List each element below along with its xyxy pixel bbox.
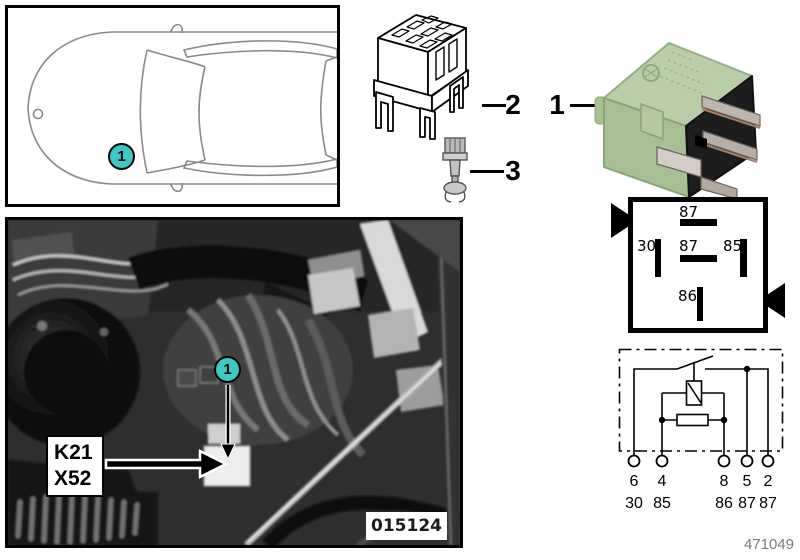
photo-white-component-3 [396,365,444,412]
car-front-detail [32,108,44,120]
engine-bay-photo [8,220,460,545]
engine-bay-photo-panel: 1 K21 X52 015124 [5,217,463,548]
photo-white-component-2 [368,308,420,358]
photo-hood-corner [390,220,460,272]
schematic-housing-border [618,348,784,452]
photo-relay-connector [208,424,240,444]
relay-circuit-schematic: 6 4 8 5 2 30 85 86 87 87 [613,343,795,518]
bulb-base [443,181,467,195]
schematic-terminal6-line [633,368,677,455]
bulb-hook-right [458,191,466,203]
photo-callout-hotspot[interactable]: 1 [214,356,241,383]
schematic-terminal-87b: 87 [759,495,777,512]
pin-30-label: 30 [637,237,657,255]
callout-down-arrow [220,385,236,461]
schematic-pin-6: 6 [629,473,639,490]
photo-white-component-1 [308,268,360,314]
relay-location-label: K21 X52 [46,435,104,497]
car-a-pillar-bottom [146,159,206,174]
relay-roundel-quarters [644,68,658,78]
item-1-leader-line [570,104,596,107]
pin-86-blade [697,287,703,321]
location-arrow [104,448,229,480]
schematic-pin-2: 2 [763,473,773,490]
pin-85-blade [740,239,747,277]
item-1-label: 1 [549,89,565,120]
bulb-collar [442,152,468,161]
pin-diagram-left-arrow-icon [611,203,628,238]
item-3-leader-line [470,170,504,173]
relay-socket-drawing [373,14,469,140]
car-top-view-drawing [27,23,338,193]
schematic-pin-8: 8 [719,473,729,490]
car-callout-hotspot[interactable]: 1 [108,143,135,170]
relay-designation: K21 [54,441,93,464]
schematic-terminal-circles [627,454,775,468]
relay-embossed-text [659,51,705,95]
car-roof-front-edge [198,66,206,161]
pin-86-label: 86 [678,287,698,305]
pin-85-label: 85 [723,237,743,255]
relay-pin-diagram: 87 30 87 85 86 [611,197,785,333]
car-windshield-front-edge [139,49,148,174]
schematic-contact-line [705,368,769,455]
pin-87-top-label: 87 [679,203,699,221]
schematic-pin-5: 5 [742,473,752,490]
schematic-terminal-87a: 87 [738,495,756,512]
schematic-resistor [676,413,709,427]
car-rear-window-edge [319,60,327,156]
car-side-window-right [182,157,338,177]
schematic-pin-4: 4 [657,473,667,490]
relay-side-clip [640,102,664,141]
photo-annotations [104,385,236,480]
pin-87-top-blade [680,219,717,226]
relay-photo [594,42,761,200]
document-number: 471049 [743,536,794,553]
item-2-label: 2 [505,89,521,120]
socket-side-slots [435,38,458,81]
schematic-drawing [618,348,784,468]
car-a-pillar-top [146,49,206,68]
schematic-terminal-85: 85 [653,495,671,512]
item-2-leader-line [482,104,506,107]
schematic-terminal-86: 86 [715,495,733,512]
pin-30-blade [655,239,661,277]
schematic-terminal-30: 30 [625,495,643,512]
photo-number-badge: 015124 [366,512,447,540]
connector-designation: X52 [54,467,92,490]
car-side-window-left [182,40,338,60]
socket-leg-left [375,91,394,132]
car-location-panel: 1 [5,5,340,207]
car-mirror-right [170,182,183,193]
item-3-label: 3 [505,155,521,186]
pin-diagram-right-arrow-icon [768,283,785,318]
bulb-neck [449,159,461,177]
socket-leg-middle [419,107,436,140]
pin-87-center-blade [680,255,717,262]
relay-roundel-logo [642,64,660,82]
bulb-socket-drawing [442,137,468,203]
photo-connector-a [177,369,197,387]
photo-air-duct [128,245,368,312]
car-c-pillar-stubs [325,56,338,161]
car-mirror-left [170,23,183,34]
bulb-hook-left [444,191,452,203]
pin-87-center-label: 87 [679,237,699,255]
schematic-switch-blade [676,355,714,370]
car-body-outline [27,31,337,185]
socket-terminal-slots [391,15,453,49]
socket-leg-right [449,76,464,113]
